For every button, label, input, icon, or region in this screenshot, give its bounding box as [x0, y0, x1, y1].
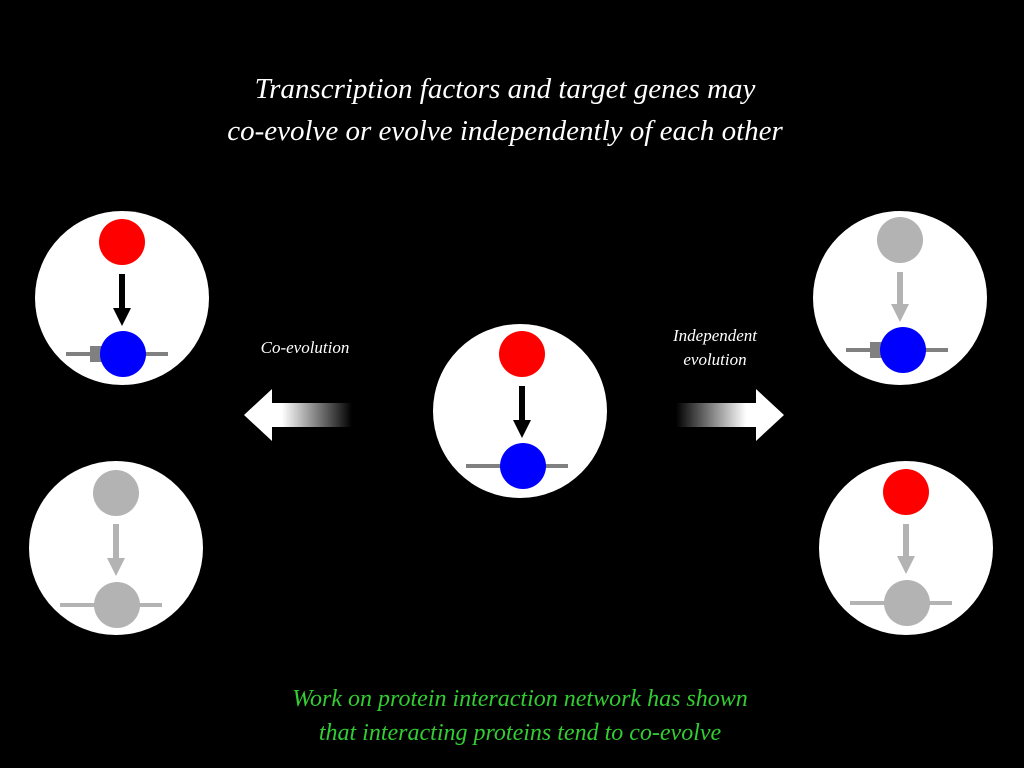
independent-label-line-1: Independent — [672, 326, 758, 345]
factor-protein-gray — [93, 470, 139, 516]
target-gene-gray — [884, 580, 930, 626]
coevolution-arrow — [244, 389, 352, 441]
regulation-arrow-head — [897, 556, 915, 574]
factor-protein-gray — [877, 217, 923, 263]
independent-evolution-arrow — [676, 389, 784, 441]
factor-protein-red — [883, 469, 929, 515]
factor-protein-red — [99, 219, 145, 265]
factor-protein-red — [499, 331, 545, 377]
target-gene-blue — [880, 327, 926, 373]
footer-note-line-2: that interacting proteins tend to co-evo… — [318, 720, 722, 746]
panel-ancestral — [433, 324, 607, 498]
coevolution-label: Co-evolution — [230, 336, 380, 360]
panel-coevolved-colored — [35, 211, 209, 385]
regulation-arrow-head — [113, 308, 131, 326]
regulation-arrow-head — [107, 558, 125, 576]
panel-independent-target-changed — [819, 461, 993, 635]
panel-coevolved-faded — [29, 461, 203, 635]
independent-evolution-label: Independent evolution — [640, 324, 790, 372]
binding-site-marker — [870, 342, 882, 358]
coevolution-label-text: Co-evolution — [260, 338, 350, 357]
slide-title-line-1: Transcription factors and target genes m… — [254, 73, 756, 105]
target-gene-blue — [100, 331, 146, 377]
footer-note-line-1: Work on protein interaction network has … — [292, 686, 748, 712]
footer-note: Work on protein interaction network has … — [0, 682, 1024, 750]
independent-label-line-2: evolution — [683, 350, 747, 369]
regulation-arrow-head — [891, 304, 909, 322]
target-gene-blue — [500, 443, 546, 489]
target-gene-gray — [94, 582, 140, 628]
binding-site-marker — [90, 346, 102, 362]
slide-title-line-2: co-evolve or evolve independently of eac… — [227, 115, 783, 147]
slide-title: Transcription factors and target genes m… — [0, 68, 1010, 152]
panel-independent-factor-changed — [813, 211, 987, 385]
regulation-arrow-head — [513, 420, 531, 438]
